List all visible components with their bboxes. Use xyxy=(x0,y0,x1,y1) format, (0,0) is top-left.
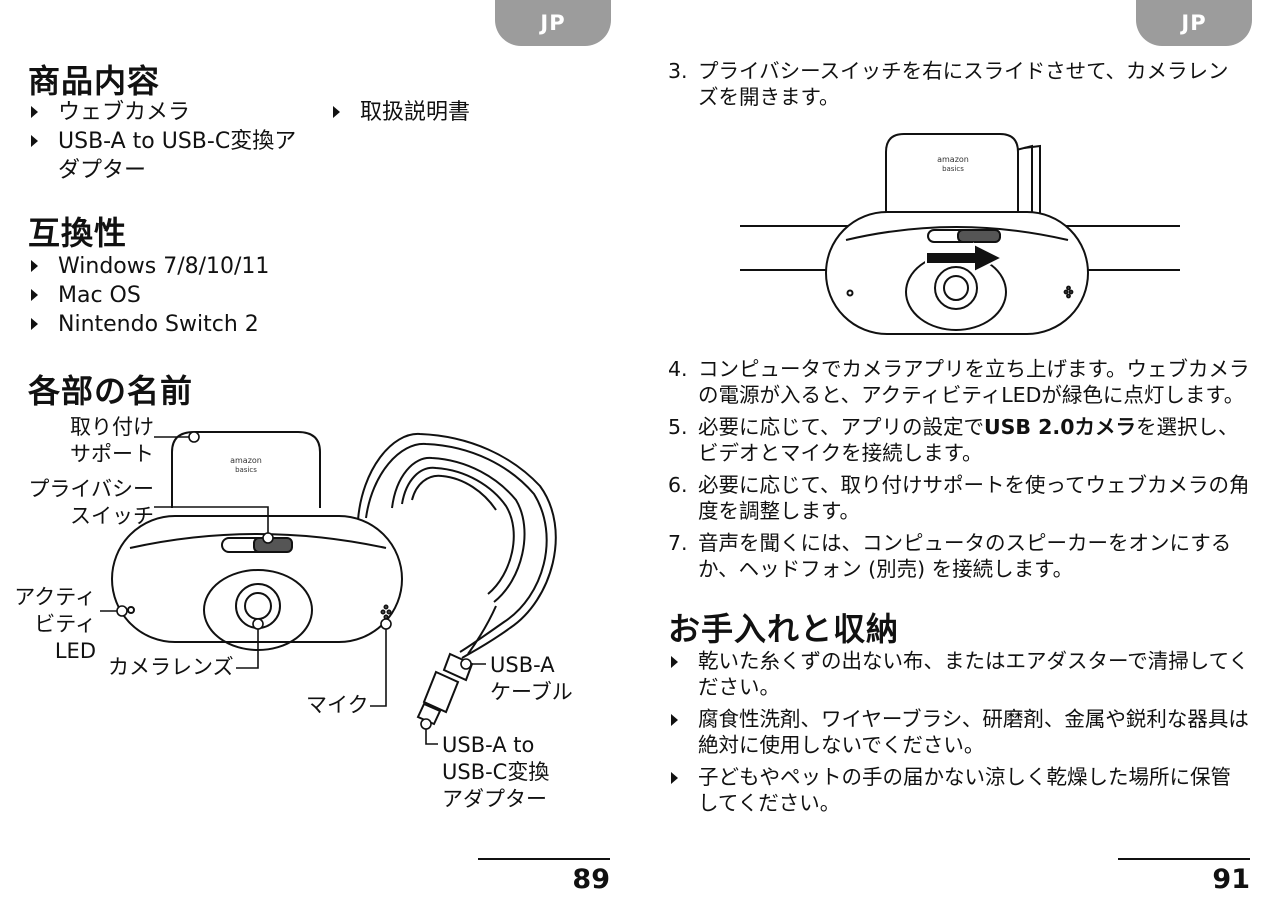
list-item: Nintendo Switch 2 xyxy=(28,310,428,339)
list-item: 取扱説明書 xyxy=(330,98,530,127)
list-item: Mac OS xyxy=(28,281,428,310)
list-item: Windows 7/8/10/11 xyxy=(28,252,428,281)
compat-list: Windows 7/8/10/11 Mac OS Nintendo Switch… xyxy=(28,252,428,339)
care-list: 乾いた糸くずの出ない布、またはエアダスターで清掃してください。 腐食性洗剤、ワイ… xyxy=(668,648,1250,816)
logo-line: amazon xyxy=(230,456,262,465)
label-privacy-switch: プライバシー スイッチ xyxy=(28,477,154,528)
label-mount: 取り付け サポート xyxy=(70,415,154,466)
list-item: 6. 必要に応じて、取り付けサポートを使ってウェブカメラの角度を調整します。 xyxy=(668,473,1250,523)
label-adapter: USB-A to USB-C変換 アダプター xyxy=(442,733,550,811)
list-item: 4. コンピュータでカメラアプリを立ち上げます。ウェブカメラの電源が入ると、アク… xyxy=(668,357,1250,407)
language-tab: JP xyxy=(1136,0,1252,46)
page-number: 91 xyxy=(1118,858,1250,895)
list-item: 5. 必要に応じて、アプリの設定でUSB 2.0カメラを選択し、ビデオとマイクを… xyxy=(668,415,1239,465)
steps-bottom: 4. コンピュータでカメラアプリを立ち上げます。ウェブカメラの電源が入ると、アク… xyxy=(668,356,1252,588)
emphasis-text: USB 2.0カメラ xyxy=(983,415,1136,439)
privacy-slide-illustration: amazon basics xyxy=(740,133,1180,335)
list-item: ウェブカメラ xyxy=(28,98,298,127)
label-usb-cable: USB-A ケーブル xyxy=(490,653,573,704)
left-page: JP 商品内容 ウェブカメラ USB-A to USB-C変換アダプター 取扱説… xyxy=(14,0,611,895)
compat-heading: 互換性 xyxy=(28,214,128,252)
steps-top: 3. プライバシースイッチを右にスライドさせて、カメラレンズを開きます。 xyxy=(668,58,1248,116)
list-item: USB-A to USB-C変換アダプター xyxy=(28,127,298,185)
label-microphone: マイク xyxy=(306,693,369,717)
language-tab: JP xyxy=(495,0,611,46)
right-page: JP 3. プライバシースイッチを右にスライドさせて、カメラレンズを開きます。 … xyxy=(640,0,1280,915)
list-item: 腐食性洗剤、ワイヤーブラシ、研磨剤、金属や鋭利な器具は絶対に使用しないでください… xyxy=(668,706,1250,758)
list-item: 子どもやペットの手の届かない涼しく乾燥した場所に保管してください。 xyxy=(668,764,1250,816)
webcam-parts-diagram: amazon basics xyxy=(100,431,557,745)
list-item: 乾いた糸くずの出ない布、またはエアダスターで清掃してください。 xyxy=(668,648,1250,700)
parts-heading: 各部の名前 xyxy=(28,372,194,410)
logo-line: amazon xyxy=(937,155,969,164)
label-activity-led: アクティ ビティ LED xyxy=(14,585,96,663)
contents-list-2: 取扱説明書 xyxy=(330,98,530,127)
care-heading: お手入れと収納 xyxy=(668,610,900,648)
logo-line: basics xyxy=(235,466,257,474)
list-item: 7. 音声を聞くには、コンピュータのスピーカーをオンにするか、ヘッドフォン (別… xyxy=(668,531,1232,581)
contents-heading: 商品内容 xyxy=(28,62,161,100)
label-camera-lens: カメラレンズ xyxy=(108,655,234,679)
logo-line: basics xyxy=(942,165,964,173)
list-item: 3. プライバシースイッチを右にスライドさせて、カメラレンズを開きます。 xyxy=(668,59,1229,109)
arrow-right-icon xyxy=(925,242,1005,274)
contents-list: ウェブカメラ USB-A to USB-C変換アダプター xyxy=(28,98,298,185)
page-number: 89 xyxy=(478,858,610,895)
